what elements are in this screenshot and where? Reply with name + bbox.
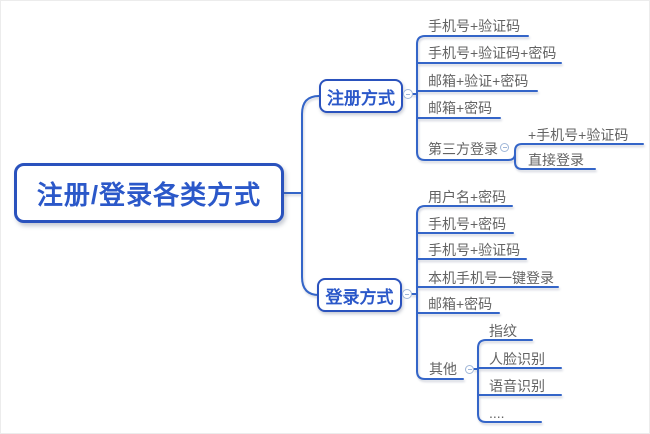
connector-other-row0 (477, 339, 533, 349)
leaf-node-third-party[interactable]: 第三方登录 (428, 141, 498, 157)
collapse-toggle-login[interactable] (402, 289, 412, 299)
leaf-node[interactable]: +手机号+验证码 (528, 127, 629, 143)
root-node-label: 注册/登录各类方式 (36, 179, 262, 210)
leaf-node[interactable]: 手机号+验证码 (428, 242, 521, 258)
connector-login-row5 (416, 370, 464, 380)
branch-node-register[interactable]: 注册方式 (319, 79, 403, 113)
leaf-node-other[interactable]: 其他 (429, 361, 457, 377)
connector-third-row1 (514, 161, 596, 170)
minus-icon (405, 293, 409, 295)
leaf-node[interactable]: 邮箱+验证+密码 (428, 73, 529, 89)
connector-login-row0 (416, 205, 513, 215)
minus-icon (406, 93, 410, 95)
leaf-node[interactable]: 手机号+密码 (428, 216, 507, 232)
minus-icon (467, 369, 472, 370)
leaf-node[interactable]: 手机号+验证码+密码 (428, 45, 557, 61)
leaf-node[interactable]: 邮箱+密码 (428, 100, 493, 116)
leaf-node[interactable]: 语音识别 (489, 378, 545, 394)
connector-other-row3 (477, 413, 542, 423)
branch-node-login-label: 登录方式 (325, 287, 394, 307)
leaf-node[interactable]: 手机号+验证码 (428, 18, 521, 34)
collapse-toggle-register[interactable] (403, 89, 413, 99)
leaf-node[interactable]: 指纹 (489, 323, 517, 339)
collapse-toggle-third-party[interactable] (500, 143, 509, 152)
leaf-node[interactable]: .... (489, 405, 505, 421)
connector-root-branches (301, 95, 320, 296)
branch-node-login[interactable]: 登录方式 (317, 278, 402, 312)
leaf-node[interactable]: 直接登录 (528, 152, 584, 168)
leaf-node[interactable]: 本机手机号一键登录 (428, 270, 554, 286)
connector-third-feed (507, 153, 516, 161)
connector-third-row0 (514, 143, 644, 152)
connector-reg-row0 (416, 35, 529, 45)
collapse-toggle-other[interactable] (465, 365, 474, 374)
leaf-node[interactable]: 用户名+密码 (428, 189, 507, 205)
minus-icon (502, 147, 507, 148)
leaf-node[interactable]: 人脸识别 (489, 351, 545, 367)
leaf-node[interactable]: 邮箱+密码 (428, 296, 493, 312)
connector-reg-row4 (416, 151, 509, 161)
root-node[interactable]: 注册/登录各类方式 (14, 163, 284, 223)
branch-node-register-label: 注册方式 (327, 88, 395, 108)
